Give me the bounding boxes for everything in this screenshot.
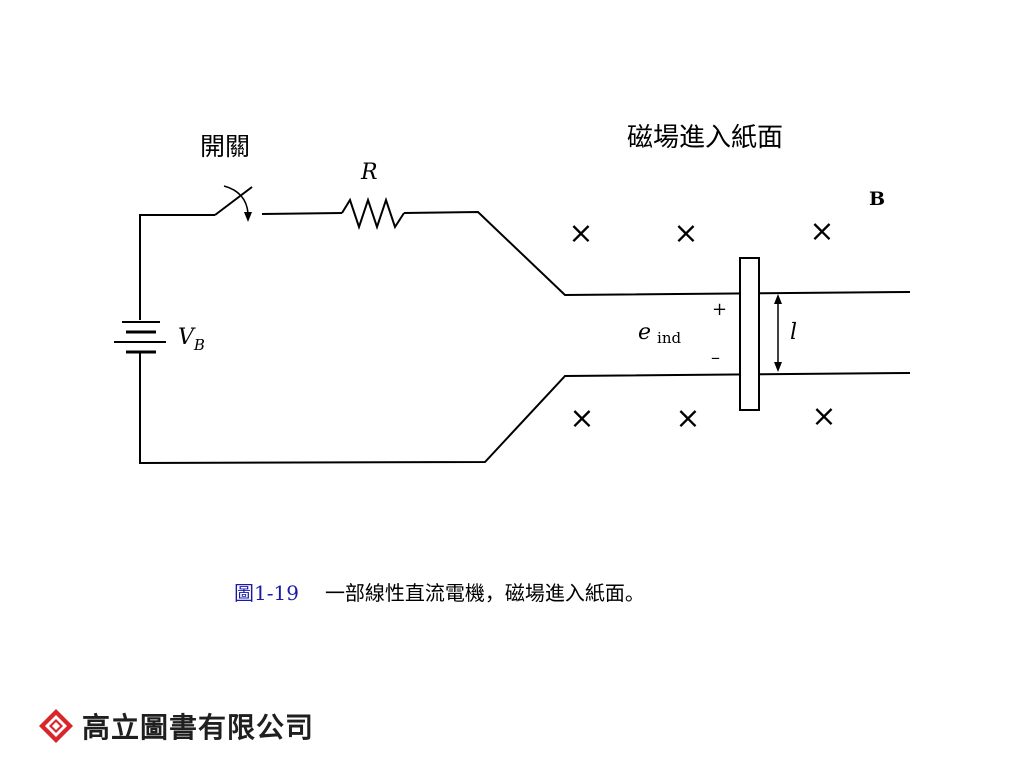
figure-number: 圖1-19 (234, 581, 299, 605)
switch-label: 開關 (200, 132, 250, 161)
moving-bar (739, 257, 760, 411)
length-label: l (790, 320, 797, 345)
figure-caption: 圖1-19 一部線性直流電機，磁場進入紙面。 (234, 577, 645, 606)
wire-switch-resistor (261, 212, 343, 215)
field-marker-top-2: × (673, 216, 698, 251)
battery-voltage-label: VB (178, 325, 205, 354)
field-marker-top-1: × (568, 216, 593, 251)
minus-sign: – (711, 347, 720, 368)
circuit-wires (139, 186, 911, 465)
emf-label-main: e (638, 320, 651, 345)
switch-arrow (223, 185, 252, 222)
field-markers: × × × × × × (568, 214, 836, 436)
switch-blade (214, 186, 253, 216)
battery-voltage-sub: B (193, 336, 205, 354)
emf-label-sub: ind (657, 329, 681, 347)
field-direction-label: 磁場進入紙面 (627, 123, 783, 153)
field-marker-bottom-2: × (675, 401, 700, 436)
field-marker-top-3: × (809, 214, 834, 249)
battery-symbol (114, 321, 166, 354)
publisher-footer: 高立圖書有限公司 (38, 706, 314, 746)
publisher-name: 高立圖書有限公司 (82, 711, 315, 744)
publisher-logo-icon (39, 709, 73, 743)
field-marker-bottom-3: × (811, 399, 836, 434)
wire-bottom-rail (139, 352, 911, 465)
resistor-zigzag (341, 196, 405, 231)
figure-caption-text: 一部線性直流電機，磁場進入紙面。 (324, 581, 645, 605)
field-symbol-label: B (869, 188, 885, 210)
field-marker-bottom-1: × (569, 401, 594, 436)
length-arrow (774, 294, 782, 372)
wire-left-top (139, 214, 215, 320)
resistor-label: R (360, 160, 378, 185)
battery-voltage-main: V (178, 325, 196, 350)
wire-top-rail (403, 210, 911, 297)
plus-sign: + (712, 299, 727, 320)
